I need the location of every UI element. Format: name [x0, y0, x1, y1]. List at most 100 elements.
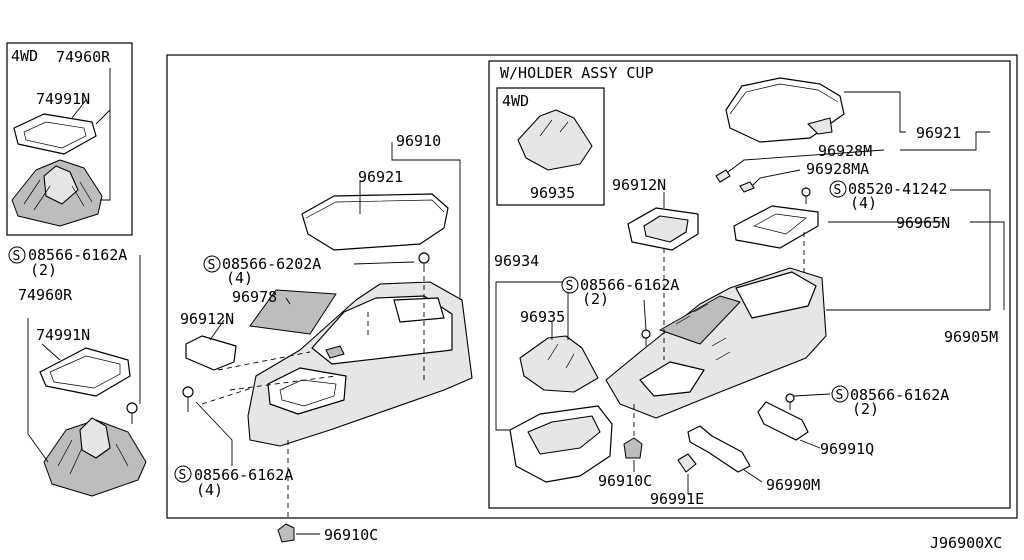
leader-96965N: [828, 221, 1005, 310]
label-96935-4wd: 96935: [530, 184, 575, 202]
label-96912N-right: 96912N: [612, 176, 666, 194]
cup-holder-frame: [488, 60, 1011, 509]
leader-74991N-a: [71, 99, 87, 119]
svg-text:S: S: [834, 183, 842, 198]
leader-74991N-b: [41, 343, 61, 361]
holder-96934: [509, 405, 613, 483]
console-box-mid: [247, 281, 473, 447]
label-08566-6162A-bottom: 08566-6162A: [194, 466, 293, 484]
dash-4: [217, 351, 311, 371]
cup-4wd-frame: [496, 87, 605, 206]
screw-right: [785, 393, 795, 410]
label-96910: 96910: [396, 132, 441, 150]
console-box-right: [605, 267, 827, 419]
pin-96991E: [677, 453, 697, 473]
shift-boot-ring-4wd: [13, 113, 97, 155]
screw-symbol-left: S: [8, 246, 26, 264]
screw-mid-left: [182, 386, 194, 412]
label-74960R-a: 74960R: [56, 48, 111, 66]
boot-96935-4wd: [517, 109, 593, 171]
label-08566-6202A: 08566-6202A: [222, 255, 321, 273]
label-96921-right: 96921: [916, 124, 961, 142]
cup-4wd-label: 4WD: [502, 92, 529, 110]
label-08566-6162A-right: 08566-6162A: [850, 386, 949, 404]
label-74960R-b: 74960R: [18, 286, 73, 304]
bracket-96990M: [687, 425, 751, 473]
console-lid-right: [725, 77, 845, 143]
leader-74960R-b: [27, 318, 49, 463]
label-96928M: 96928M: [818, 142, 872, 160]
shift-boot-4wd: [11, 159, 103, 227]
svg-text:S: S: [836, 388, 844, 403]
leader-08520: [950, 189, 991, 311]
leader-96991Q: [799, 439, 821, 449]
screw-symbol-08520: S: [829, 180, 847, 198]
leader-96990M: [743, 469, 763, 483]
svg-text:S: S: [179, 468, 187, 483]
bracket-96965N: [733, 205, 819, 249]
label-96921-mid: 96921: [358, 168, 403, 186]
cup-holder-title: W/HOLDER ASSY CUP: [500, 64, 654, 82]
label-96978: 96978: [232, 288, 277, 306]
label-08566-6162A-center: 08566-6162A: [580, 276, 679, 294]
label-96965N: 96965N: [896, 214, 950, 232]
screw-08520: [801, 187, 811, 204]
label-96991E: 96991E: [650, 490, 704, 508]
label-96990M: 96990M: [766, 476, 820, 494]
main-frame: [166, 54, 1018, 519]
clip-96910C: [277, 523, 295, 543]
leader-96910: [391, 142, 461, 300]
clip-96910C-right: [623, 437, 643, 459]
label-96991Q: 96991Q: [820, 440, 874, 458]
label-08520-41242-qty: (4): [850, 194, 877, 212]
screw-symbol-6202A: S: [203, 255, 221, 273]
screw-left: [126, 402, 138, 424]
label-96934: 96934: [494, 252, 539, 270]
label-96912N-mid: 96912N: [180, 310, 234, 328]
leader-08566-center: [643, 299, 647, 331]
leader-08566-6202A: [353, 261, 415, 265]
label-08566-6162A-center-qty: (2): [582, 290, 609, 308]
dash-3: [201, 387, 253, 405]
leader-08566-bottom: [195, 401, 233, 466]
label-08566-6162A-right-qty: (2): [852, 400, 879, 418]
label-08566-6162A-bottom-qty: (4): [196, 481, 223, 499]
label-96905M: 96905M: [944, 328, 998, 346]
leader-96978: [285, 297, 291, 305]
label-74991N-b: 74991N: [36, 326, 90, 344]
inset-4wd-label: 4WD: [11, 47, 38, 65]
svg-text:S: S: [13, 249, 21, 264]
screw-symbol-center: S: [561, 276, 579, 294]
svg-text:S: S: [208, 258, 216, 273]
leader-96928MA: [751, 169, 801, 187]
screw-symbol-right: S: [831, 385, 849, 403]
bracket-96991Q: [757, 401, 809, 441]
leader-96912N-mid: [209, 319, 225, 341]
diagram-code: J96900XC: [930, 534, 1002, 552]
leader-96921-right: [844, 91, 990, 151]
label-08566-6162A-left: 08566-6162A: [28, 246, 127, 264]
screw-symbol-bottom: S: [174, 465, 192, 483]
label-96910C-bottom: 96910C: [324, 526, 378, 544]
svg-text:S: S: [566, 279, 574, 294]
console-lid-mid: [301, 193, 449, 251]
label-08520-41242: 08520-41242: [848, 180, 947, 198]
leader-96928M: [727, 149, 885, 173]
leader-74960R-a: [95, 68, 111, 201]
clip-96928MA: [739, 181, 755, 193]
cover-96912N-mid: [185, 335, 237, 371]
label-96935: 96935: [520, 308, 565, 326]
shift-boot-ring-2wd: [39, 347, 131, 397]
screw-center: [641, 329, 651, 346]
leader-08566-right: [793, 393, 831, 397]
label-08566-6162A-left-qty: (2): [30, 261, 57, 279]
inset-4wd-frame: [6, 42, 133, 236]
label-96910C-right: 96910C: [598, 472, 652, 490]
label-74991N-a: 74991N: [36, 90, 90, 108]
label-96928MA: 96928MA: [806, 160, 869, 178]
boot-96935: [519, 335, 599, 393]
clip-96928M: [715, 169, 731, 183]
cover-96912N-right: [627, 207, 699, 251]
label-08566-6202A-qty: (4): [226, 269, 253, 287]
